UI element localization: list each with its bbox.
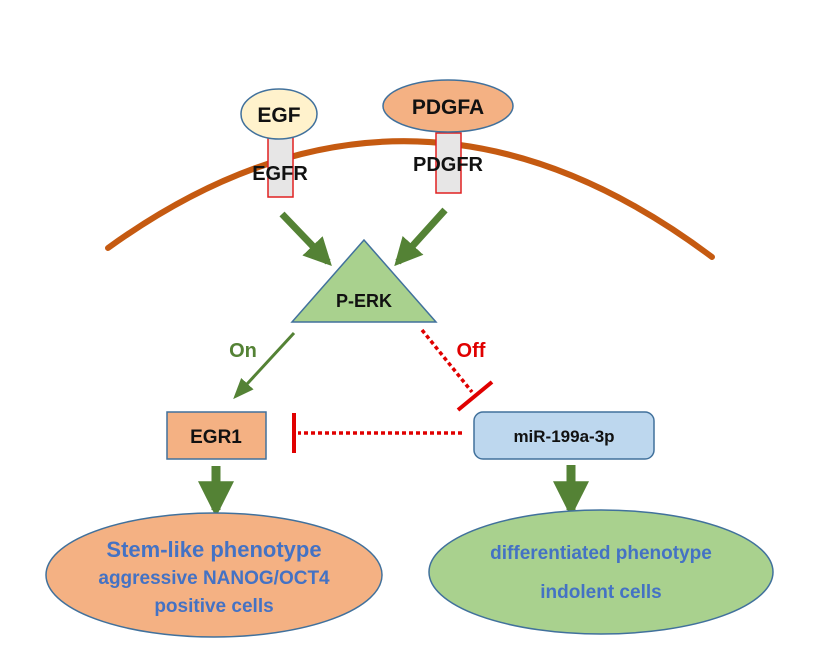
stem-phenotype-node [45,512,383,638]
differentiated-line2: indolent cells [540,582,661,603]
pdgfr-to-perk-arrow [394,207,448,267]
off-label: Off [457,340,486,362]
pdgfa-ligand [382,79,514,133]
on-label: On [229,340,257,362]
egfr-to-perk-arrow [279,211,332,267]
differentiated-phenotype-node [428,509,774,635]
stem-line3: positive cells [154,596,273,617]
pdgfr-label: PDGFR [413,154,484,176]
mir-node [473,411,655,460]
egr1-label: EGR1 [190,427,242,448]
perk-label: P-ERK [336,291,392,311]
on-activation-arrow [233,331,296,400]
pdgfa-label: PDGFA [412,96,484,119]
stem-line2: aggressive NANOG/OCT4 [98,568,330,589]
perk-node [290,238,438,323]
egfr-receptor [267,136,294,198]
mir-label: miR-199a-3p [513,427,614,446]
egr1-node [166,411,267,460]
stem-line1: Stem-like phenotype [106,537,321,562]
egf-ligand [240,88,318,140]
differentiated-line1: differentiated phenotype [490,543,712,564]
pdgfr-receptor [435,132,462,194]
cell-membrane [105,138,715,260]
egfr-label: EGFR [252,163,308,185]
egf-label: EGF [257,104,300,127]
off-inhibition-line [420,328,474,394]
off-inhibition-bar [456,380,494,412]
